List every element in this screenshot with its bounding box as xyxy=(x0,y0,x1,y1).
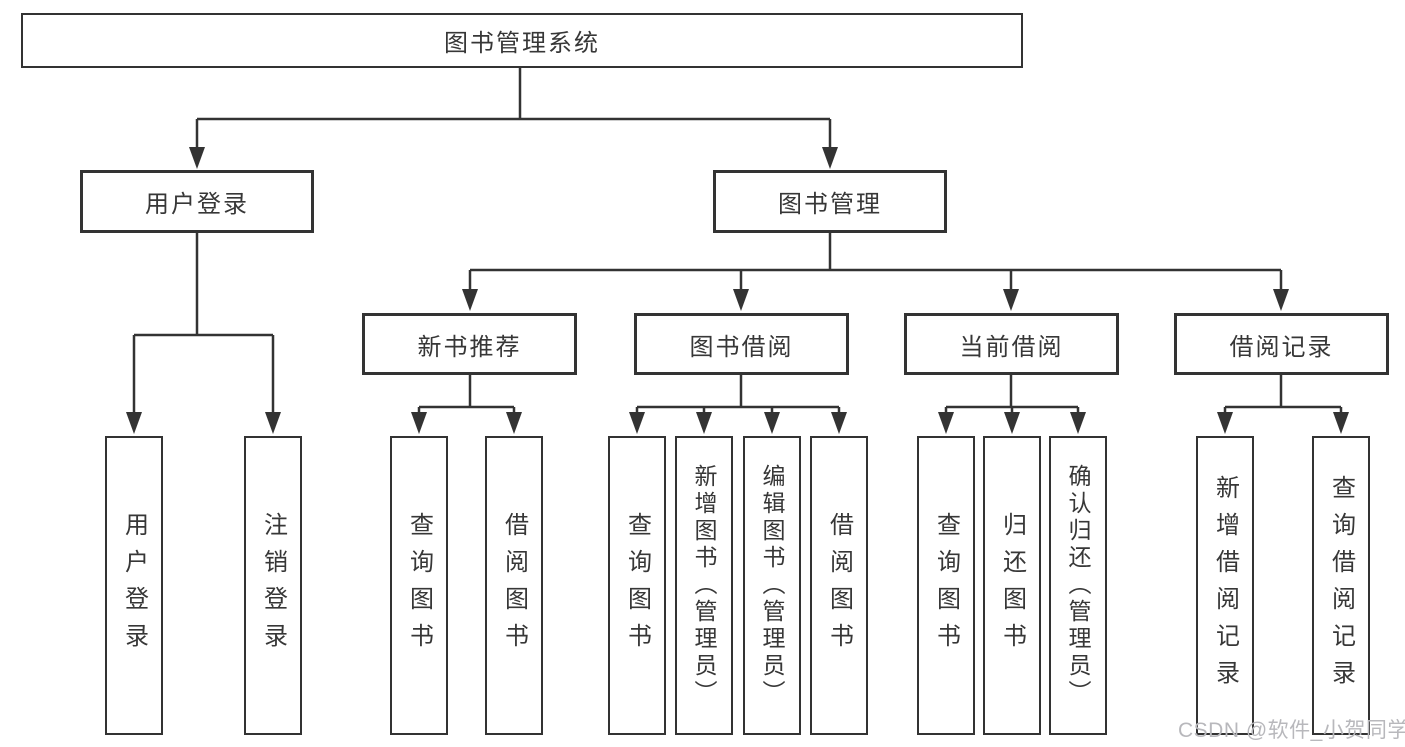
leaf-return-books: 归还图书 xyxy=(983,436,1041,735)
node-current-borrowing: 当前借阅 xyxy=(904,313,1119,375)
leaf-query-books-recommend: 查询图书 xyxy=(390,436,448,735)
leaf-user-login: 用户登录 xyxy=(105,436,163,735)
leaf-add-book-admin: 新增图书（管理员） xyxy=(675,436,733,735)
node-user-login: 用户登录 xyxy=(80,170,314,233)
watermark: CSDN @软件_小贺同学 xyxy=(1178,719,1405,742)
connector-stems xyxy=(132,66,1343,414)
node-book-management: 图书管理 xyxy=(713,170,947,233)
node-library-management-system: 图书管理系统 xyxy=(21,13,1023,68)
arrowheads xyxy=(126,147,1349,434)
leaf-query-books-current: 查询图书 xyxy=(917,436,975,735)
node-new-book-recommend: 新书推荐 xyxy=(362,313,577,375)
leaf-borrow-books-recommend: 借阅图书 xyxy=(485,436,543,735)
leaf-logout: 注销登录 xyxy=(244,436,302,735)
leaf-add-borrow-record: 新增借阅记录 xyxy=(1196,436,1254,735)
leaf-query-borrow-record: 查询借阅记录 xyxy=(1312,436,1370,735)
leaf-borrow-books-borrowing: 借阅图书 xyxy=(810,436,868,735)
node-borrow-records: 借阅记录 xyxy=(1174,313,1389,375)
leaf-edit-book-admin: 编辑图书（管理员） xyxy=(743,436,801,735)
node-book-borrowing: 图书借阅 xyxy=(634,313,849,375)
leaf-confirm-return-admin: 确认归还（管理员） xyxy=(1049,436,1107,735)
leaf-query-books-borrowing: 查询图书 xyxy=(608,436,666,735)
